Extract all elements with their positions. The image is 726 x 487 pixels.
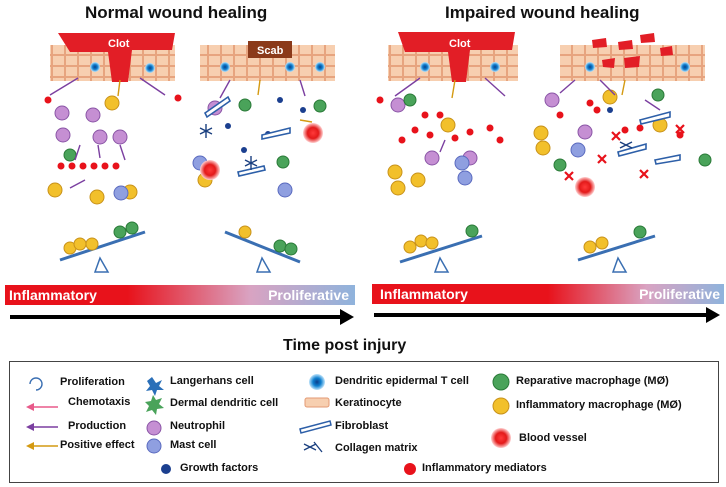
- inflammatory-mediators-dots: [44, 94, 684, 170]
- time-arrowhead-normal: [340, 309, 354, 325]
- time-arrows: [10, 307, 720, 325]
- clot-label-normal: Clot: [108, 38, 130, 50]
- blood-vessels: [200, 123, 595, 197]
- legend-reparative-mac: Reparative macrophage (MØ): [516, 375, 669, 387]
- legend-neutrophil: Neutrophil: [170, 420, 225, 432]
- legend-collagen: Collagen matrix: [335, 442, 418, 454]
- legend-langerhans: Langerhans cell: [170, 375, 254, 387]
- neutrophil-icon: [146, 420, 162, 436]
- legend-mast-cell: Mast cell: [170, 439, 217, 451]
- scab-fragments: [592, 33, 673, 68]
- impaired-title: Impaired wound healing: [445, 3, 640, 22]
- growth-factor-dots: [225, 97, 613, 153]
- reparative-macrophages: [63, 88, 712, 172]
- inflammatory-macrophages: [47, 89, 668, 205]
- reparative-mac-icon: [492, 373, 510, 391]
- impaired-x-marks: [564, 124, 685, 181]
- collagen-icon: [303, 441, 323, 453]
- scab: [248, 41, 292, 58]
- legend-production: Production: [68, 420, 127, 432]
- balance-scale-normal-2: [224, 225, 301, 273]
- production-arrows: [49, 77, 661, 189]
- clot-normal: [58, 33, 175, 82]
- legend-inflammatory-mac: Inflammatory macrophage (MØ): [516, 399, 682, 411]
- legend: Proliferation Chemotaxis Production Posi…: [9, 361, 719, 483]
- legend-positive-effect: Positive effect: [60, 439, 135, 451]
- dendritic-t-icon: [309, 374, 325, 390]
- positive-effect-icon: [26, 442, 58, 450]
- phase-label-proliferative-impaired: Proliferative: [639, 286, 720, 302]
- positive-effect-arrows: [117, 79, 626, 123]
- balance-scale-normal-1: [59, 221, 146, 273]
- phase-label-proliferative-normal: Proliferative: [268, 287, 349, 303]
- inflammatory-mac-icon: [492, 397, 510, 415]
- fibroblast-icon: [299, 420, 332, 434]
- growth-factors-icon: [161, 464, 171, 474]
- axis-title: Time post injury: [283, 337, 407, 354]
- dermal-dendritic-icon: [145, 395, 164, 415]
- legend-keratinocyte: Keratinocyte: [335, 397, 402, 409]
- blood-vessel-icon: [491, 428, 511, 448]
- keratinocyte-icon: [304, 397, 330, 408]
- normal-title: Normal wound healing: [85, 3, 268, 22]
- balance-scale-impaired-1: [399, 224, 483, 273]
- legend-dermal-dendritic: Dermal dendritic cell: [170, 397, 279, 409]
- clot-impaired: [398, 32, 515, 82]
- mast-cell-icon: [146, 438, 162, 454]
- mast-cells: [113, 142, 586, 201]
- legend-blood-vessel: Blood vessel: [519, 432, 587, 444]
- production-icon: [26, 423, 58, 431]
- phase-bar-normal: Inflammatory Proliferative: [5, 285, 355, 305]
- legend-dendritic-t: Dendritic epidermal T cell: [335, 375, 469, 387]
- proliferation-icon: [29, 377, 43, 391]
- chemotaxis-icon: [26, 403, 58, 411]
- phase-label-inflammatory-normal: Inflammatory: [9, 287, 97, 303]
- legend-chemotaxis: Chemotaxis: [68, 396, 131, 408]
- legend-growth-factors: Growth factors: [180, 462, 259, 474]
- phase-bar-impaired: Inflammatory Proliferative: [372, 284, 724, 304]
- fibroblasts: [203, 95, 681, 177]
- balance-scale-impaired-2: [577, 225, 656, 273]
- legend-proliferation: Proliferation: [60, 376, 125, 388]
- legend-fibroblast: Fibroblast: [335, 420, 389, 432]
- legend-icons: [26, 373, 511, 475]
- neutrophils: [54, 92, 593, 166]
- collagen-matrix: [199, 124, 633, 170]
- time-arrowhead-impaired: [706, 307, 720, 323]
- scab-label: Scab: [257, 45, 284, 57]
- phase-label-inflammatory-impaired: Inflammatory: [380, 286, 468, 302]
- dendritic-t-cells: [90, 62, 690, 73]
- legend-inflammatory-mediators: Inflammatory mediators: [422, 462, 547, 474]
- wound-healing-illustration: Clot Scab Clot: [44, 32, 712, 273]
- clot-label-impaired: Clot: [449, 38, 471, 50]
- langerhans-icon: [146, 377, 164, 396]
- inflammatory-mediators-icon: [404, 463, 416, 475]
